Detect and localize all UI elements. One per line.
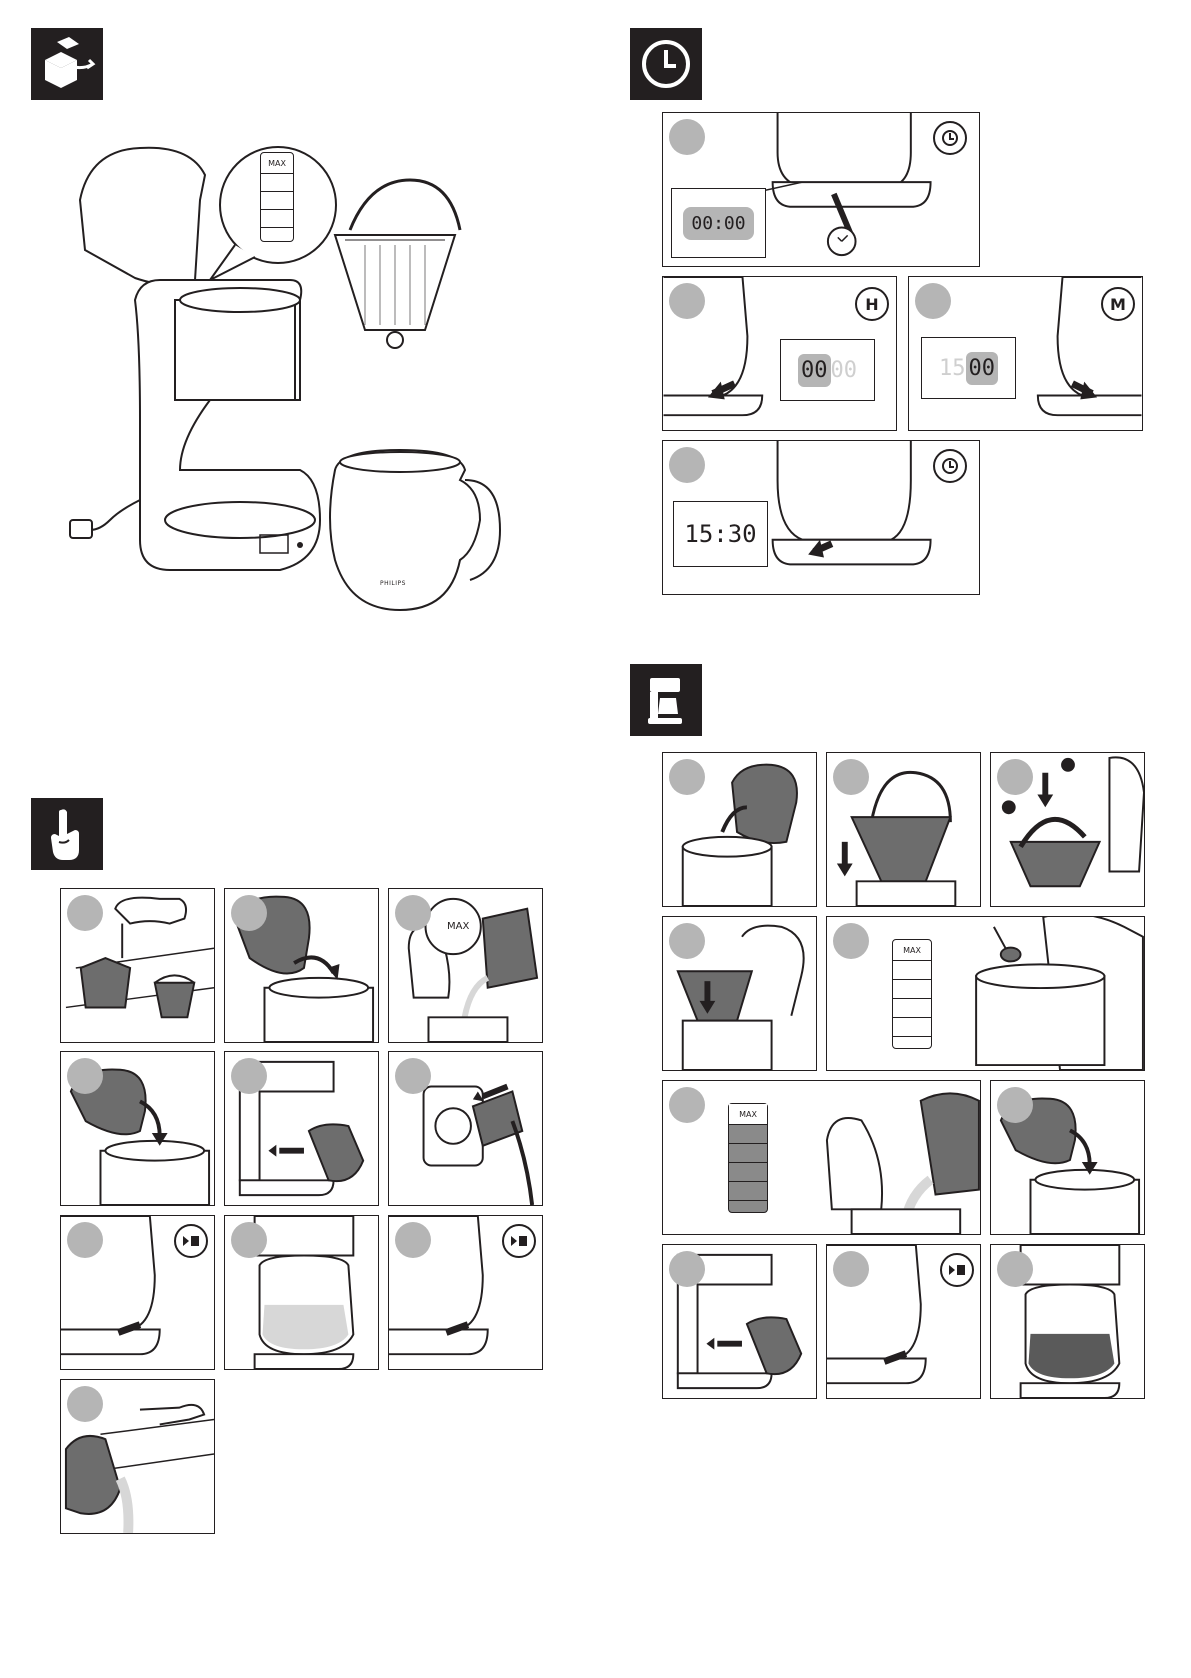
start-stop-icon [940,1253,974,1287]
brew-step-place-jug [662,1244,817,1399]
hour-button-icon: H [855,287,889,321]
minute-active-text: 00 [966,352,999,385]
water-level-scale: MAX [892,939,932,1049]
step-circle [669,283,705,319]
product-overview: MAX PHILIPS [60,140,520,620]
step-circle [67,1222,103,1258]
brand-label: PHILIPS [380,580,406,587]
step-circle [915,283,951,319]
clock-step-3-minute: M 15 00 [908,276,1143,431]
clock-button-icon [933,121,967,155]
clock-button-icon [933,449,967,483]
step-circle [395,895,431,931]
step-circle [67,1386,103,1422]
first-use-step-empty-jug [60,1379,215,1534]
step-circle [395,1058,431,1094]
start-stop-icon [502,1224,536,1258]
max-label: MAX [893,940,931,960]
brew-step-press-start [826,1244,981,1399]
first-use-step-press-stop [388,1215,543,1370]
minute-button-icon: M [1101,287,1135,321]
first-use-step-plug-in [388,1051,543,1206]
minute-dim-text: 15 [939,356,966,381]
hour-button-label: H [865,295,878,314]
coffee-maker-icon [630,664,702,736]
step-circle [67,895,103,931]
step-circle [669,923,705,959]
clock-icon [630,28,702,100]
hour-dim-text: 00 [831,358,858,383]
brew-step-insert-filter-holder [826,752,981,907]
display-set-time: 15:30 [673,501,768,567]
water-level-scale-filled: MAX [728,1103,768,1213]
brew-step-open-lid [662,752,817,907]
step-circle [833,759,869,795]
brew-step-close-lid [990,1080,1145,1235]
brew-step-place-filter [990,752,1145,907]
display-initial-time: 00:00 [671,188,766,258]
step-circle [997,1251,1033,1287]
max-label: MAX [729,1104,767,1124]
max-label: MAX [261,153,293,173]
clock-step-1: 00:00 [662,112,980,267]
step-circle [669,447,705,483]
step-circle [395,1222,431,1258]
water-level-scale: MAX [260,152,294,242]
step-circle [669,1087,705,1123]
initial-time-text: 00:00 [683,207,753,240]
clock-step-4-confirm: 15:30 [662,440,980,595]
first-use-step-fill-water: MAX [388,888,543,1043]
step-circle [997,759,1033,795]
step-circle [833,923,869,959]
unpacking-box-icon [31,28,103,100]
step-circle [669,1251,705,1287]
step-circle [997,1087,1033,1123]
first-use-step-rinse-parts [60,888,215,1043]
step-circle [231,1222,267,1258]
display-minute-setting: 15 00 [921,337,1016,399]
first-use-step-close-lid [60,1051,215,1206]
max-label: MAX [447,921,469,932]
display-hour-setting: 00 00 [780,339,875,401]
step-circle [669,759,705,795]
first-use-step-press-start [60,1215,215,1370]
brew-step-pour-water: MAX [662,1080,981,1235]
minute-button-label: M [1110,295,1126,314]
step-circle [669,119,705,155]
step-circle [231,895,267,931]
brew-step-add-coffee: MAX [826,916,1145,1071]
brew-step-close-filter [662,916,817,1071]
brew-step-brewing-coffee [990,1244,1145,1399]
hour-active-text: 00 [798,354,831,387]
first-use-step-brewing-water [224,1215,379,1370]
step-circle [833,1251,869,1287]
start-stop-icon [174,1224,208,1258]
set-time-text: 15:30 [684,520,756,548]
hand-icon [31,798,103,870]
first-use-step-place-jug [224,1051,379,1206]
first-use-step-open-lid [224,888,379,1043]
step-circle [67,1058,103,1094]
step-circle [231,1058,267,1094]
clock-step-2-hour: H 00 00 [662,276,897,431]
